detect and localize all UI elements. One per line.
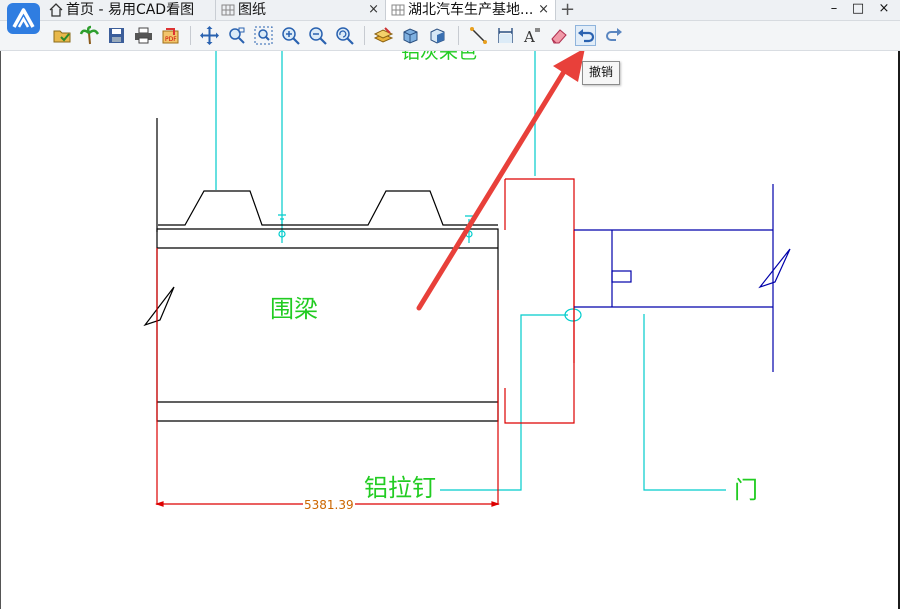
home-icon	[48, 2, 64, 18]
tab-hubei[interactable]: 湖北汽车生产基地... ×	[386, 0, 556, 20]
door-frame	[574, 184, 791, 372]
label-ring-beam: 围梁	[270, 295, 318, 323]
tab-drawing[interactable]: 图纸 ×	[216, 0, 386, 20]
dimension-value: 5381.39	[304, 498, 354, 512]
leader-arrow	[416, 51, 585, 311]
zoom-out-icon[interactable]	[307, 25, 328, 46]
canvas-border-right	[898, 51, 900, 609]
label-top: 铝灰采色	[401, 51, 477, 63]
tab-close-icon[interactable]: ×	[538, 2, 549, 17]
maximize-button[interactable]: □	[851, 1, 865, 16]
canvas-border-left	[0, 51, 1, 609]
export-pdf-icon[interactable]: PDF	[160, 25, 181, 46]
view-cube-icon[interactable]	[427, 25, 448, 46]
tab-drawing-label: 图纸	[238, 2, 266, 18]
zoom-previous-icon[interactable]	[334, 25, 355, 46]
grid-icon	[220, 2, 236, 18]
measure-dimension-icon[interactable]	[495, 25, 516, 46]
zoom-extents-icon[interactable]	[253, 25, 274, 46]
toolbar-separator	[458, 26, 459, 45]
toolbar-separator	[190, 26, 191, 45]
measure-line-icon[interactable]	[468, 25, 489, 46]
cyan-leaders	[215, 51, 726, 491]
new-tab-button[interactable]: +	[560, 0, 576, 20]
open-icon[interactable]	[52, 25, 73, 46]
palm-tree-icon[interactable]	[79, 25, 100, 46]
layers-icon[interactable]	[373, 25, 394, 46]
toolbar-separator	[364, 26, 365, 45]
pan-icon[interactable]	[199, 25, 220, 46]
dimension-text-bg	[303, 497, 355, 511]
eraser-icon[interactable]	[549, 25, 570, 46]
label-rivet: 铝拉钉	[364, 474, 436, 502]
drawing-canvas[interactable]: 铝灰采色 围梁 铝拉钉 门 5381.39	[0, 51, 900, 609]
undo-icon[interactable]	[575, 25, 596, 46]
close-button[interactable]: ×	[878, 1, 890, 16]
red-outline	[155, 178, 575, 507]
title-bar: 首页 - 易用CAD看图 图纸 × 湖北汽车生产基地... × + – □ ×	[0, 0, 900, 21]
tab-home-label: 首页 - 易用CAD看图	[66, 2, 195, 18]
zoom-window-icon[interactable]	[226, 25, 247, 46]
tab-home[interactable]: 首页 - 易用CAD看图	[44, 0, 216, 20]
tab-hubei-label: 湖北汽车生产基地...	[408, 2, 534, 18]
app-logo[interactable]	[7, 3, 40, 34]
svg-text:PDF: PDF	[165, 36, 177, 43]
label-door: 门	[734, 476, 758, 504]
toolbar: PDF A	[0, 21, 900, 51]
minimize-button[interactable]: –	[830, 1, 838, 16]
print-icon[interactable]	[133, 25, 154, 46]
grid-icon	[390, 2, 406, 18]
redo-icon[interactable]	[603, 25, 624, 46]
undo-tooltip: 撤销	[582, 61, 620, 85]
svg-text:A: A	[523, 28, 535, 46]
zoom-in-icon[interactable]	[280, 25, 301, 46]
3d-view-icon[interactable]	[400, 25, 421, 46]
text-icon[interactable]: A	[522, 25, 543, 46]
save-icon[interactable]	[106, 25, 127, 46]
tab-close-icon[interactable]: ×	[368, 2, 379, 17]
